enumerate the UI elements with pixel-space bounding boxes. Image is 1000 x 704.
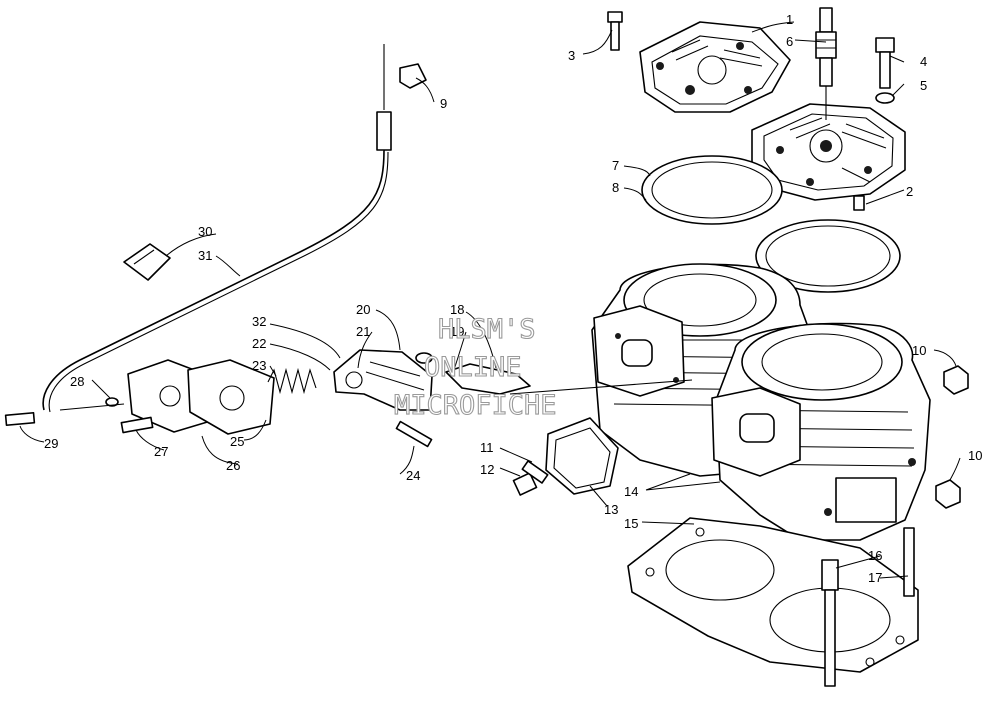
callout-12: 12 <box>480 462 494 477</box>
spark-plug <box>815 7 837 120</box>
callout-8: 8 <box>612 180 619 195</box>
stud-16 <box>821 559 839 687</box>
cylinder-head-right <box>751 103 906 201</box>
callout-31: 31 <box>198 248 212 263</box>
callout-25: 25 <box>230 434 244 449</box>
callout-18: 18 <box>450 302 464 317</box>
leader-lines <box>19 21 961 579</box>
stud-17 <box>903 527 915 597</box>
cable-clip <box>399 63 427 89</box>
callout-4: 4 <box>920 54 927 69</box>
callout-2: 2 <box>906 184 913 199</box>
linkage-rod-right <box>509 379 693 395</box>
callout-15: 15 <box>624 516 638 531</box>
watermark-line-2: ONLINE <box>424 352 522 383</box>
callout-6: 6 <box>786 34 793 49</box>
exhaust-bolt <box>512 460 549 496</box>
valve-clamp <box>415 352 531 395</box>
base-gasket <box>627 517 919 673</box>
watermark-line-1: HLSM'S <box>438 314 536 345</box>
valve-cable <box>42 44 392 413</box>
callout-10-lower: 10 <box>968 448 982 463</box>
dowel-pin <box>853 195 865 211</box>
callout-16: 16 <box>868 548 882 563</box>
cylinder-head-left <box>639 21 791 113</box>
callout-22: 22 <box>252 336 266 351</box>
callout-19: 19 <box>450 324 464 339</box>
callout-5: 5 <box>920 78 927 93</box>
callout-10-upper: 10 <box>912 343 926 358</box>
callout-29: 29 <box>44 436 58 451</box>
nut-10-lower <box>935 479 961 509</box>
watermark-line-3: MICROFICHE <box>394 390 557 421</box>
callout-30: 30 <box>198 224 212 239</box>
callout-7: 7 <box>612 158 619 173</box>
callout-1: 1 <box>786 12 793 27</box>
bolt-29 <box>4 411 36 427</box>
screw-24 <box>395 420 433 448</box>
cable-boot <box>123 243 171 281</box>
callout-11: 11 <box>480 440 494 455</box>
callout-20: 20 <box>356 302 370 317</box>
head-bolt-4 <box>875 37 895 104</box>
nut-10-upper <box>943 365 969 395</box>
head-gasket-right <box>755 219 901 293</box>
callout-14: 14 <box>624 484 638 499</box>
callout-28: 28 <box>70 374 84 389</box>
callout-23: 23 <box>252 358 266 373</box>
bolt-27 <box>120 416 154 434</box>
callout-26: 26 <box>226 458 240 473</box>
callout-13: 13 <box>604 502 618 517</box>
head-bolt-3 <box>607 11 623 51</box>
callout-17: 17 <box>868 570 882 585</box>
callout-9: 9 <box>440 96 447 111</box>
watermark: HLSM'S ONLINE MICROFICHE <box>393 313 557 421</box>
washer-28 <box>105 397 119 407</box>
head-gasket-left <box>641 155 783 225</box>
callout-21: 21 <box>356 324 370 339</box>
cylinder-block <box>591 263 931 541</box>
callout-27: 27 <box>154 444 168 459</box>
callout-32: 32 <box>252 314 266 329</box>
callout-labels: 1 2 3 4 5 6 7 8 9 10 10 11 12 13 14 15 1… <box>44 12 982 585</box>
callout-3: 3 <box>568 48 575 63</box>
callout-24: 24 <box>406 468 420 483</box>
linkage-rod-left <box>59 403 125 411</box>
exhaust-gasket <box>545 417 619 495</box>
spring <box>267 367 317 395</box>
valve-housing <box>127 359 275 435</box>
